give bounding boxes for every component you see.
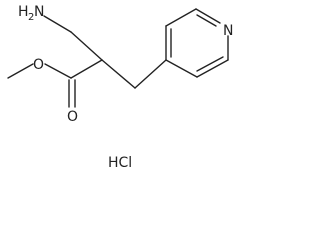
bond-benzyl-ring <box>134 59 167 89</box>
chemical-structure-diagram: H 2 N O O N HCl <box>7 4 233 171</box>
ring-bond-2 <box>165 8 197 27</box>
amine-n-label: N <box>34 4 44 20</box>
pyridine-nitrogen-label: N <box>223 23 233 39</box>
bond-amine-ch2 <box>43 15 72 33</box>
ring-bond-5 <box>196 59 229 78</box>
bond-ch-benzyl <box>101 59 136 89</box>
ring-bond-5-inner <box>196 56 224 72</box>
bonds <box>7 8 229 108</box>
bond-ch-carbonyl <box>70 59 103 79</box>
ring-bond-3-inner <box>196 14 217 27</box>
ring-bond-3 <box>195 8 221 24</box>
bond-ester-o-methyl <box>7 63 34 79</box>
bond-ch2-ch <box>70 31 103 61</box>
ester-oxygen-label: O <box>33 57 44 73</box>
amine-subscript-label: 2 <box>28 12 34 23</box>
structure-canvas: H 2 N O O N HCl <box>7 4 234 171</box>
salt-label: HCl <box>108 155 132 171</box>
ring-bond-6 <box>165 59 198 78</box>
amine-h-label: H <box>18 4 29 20</box>
bond-carbonyl-ester-o <box>44 63 72 79</box>
carbonyl-oxygen-label: O <box>67 109 78 125</box>
atom-labels: H 2 N O O N HCl <box>18 4 233 171</box>
